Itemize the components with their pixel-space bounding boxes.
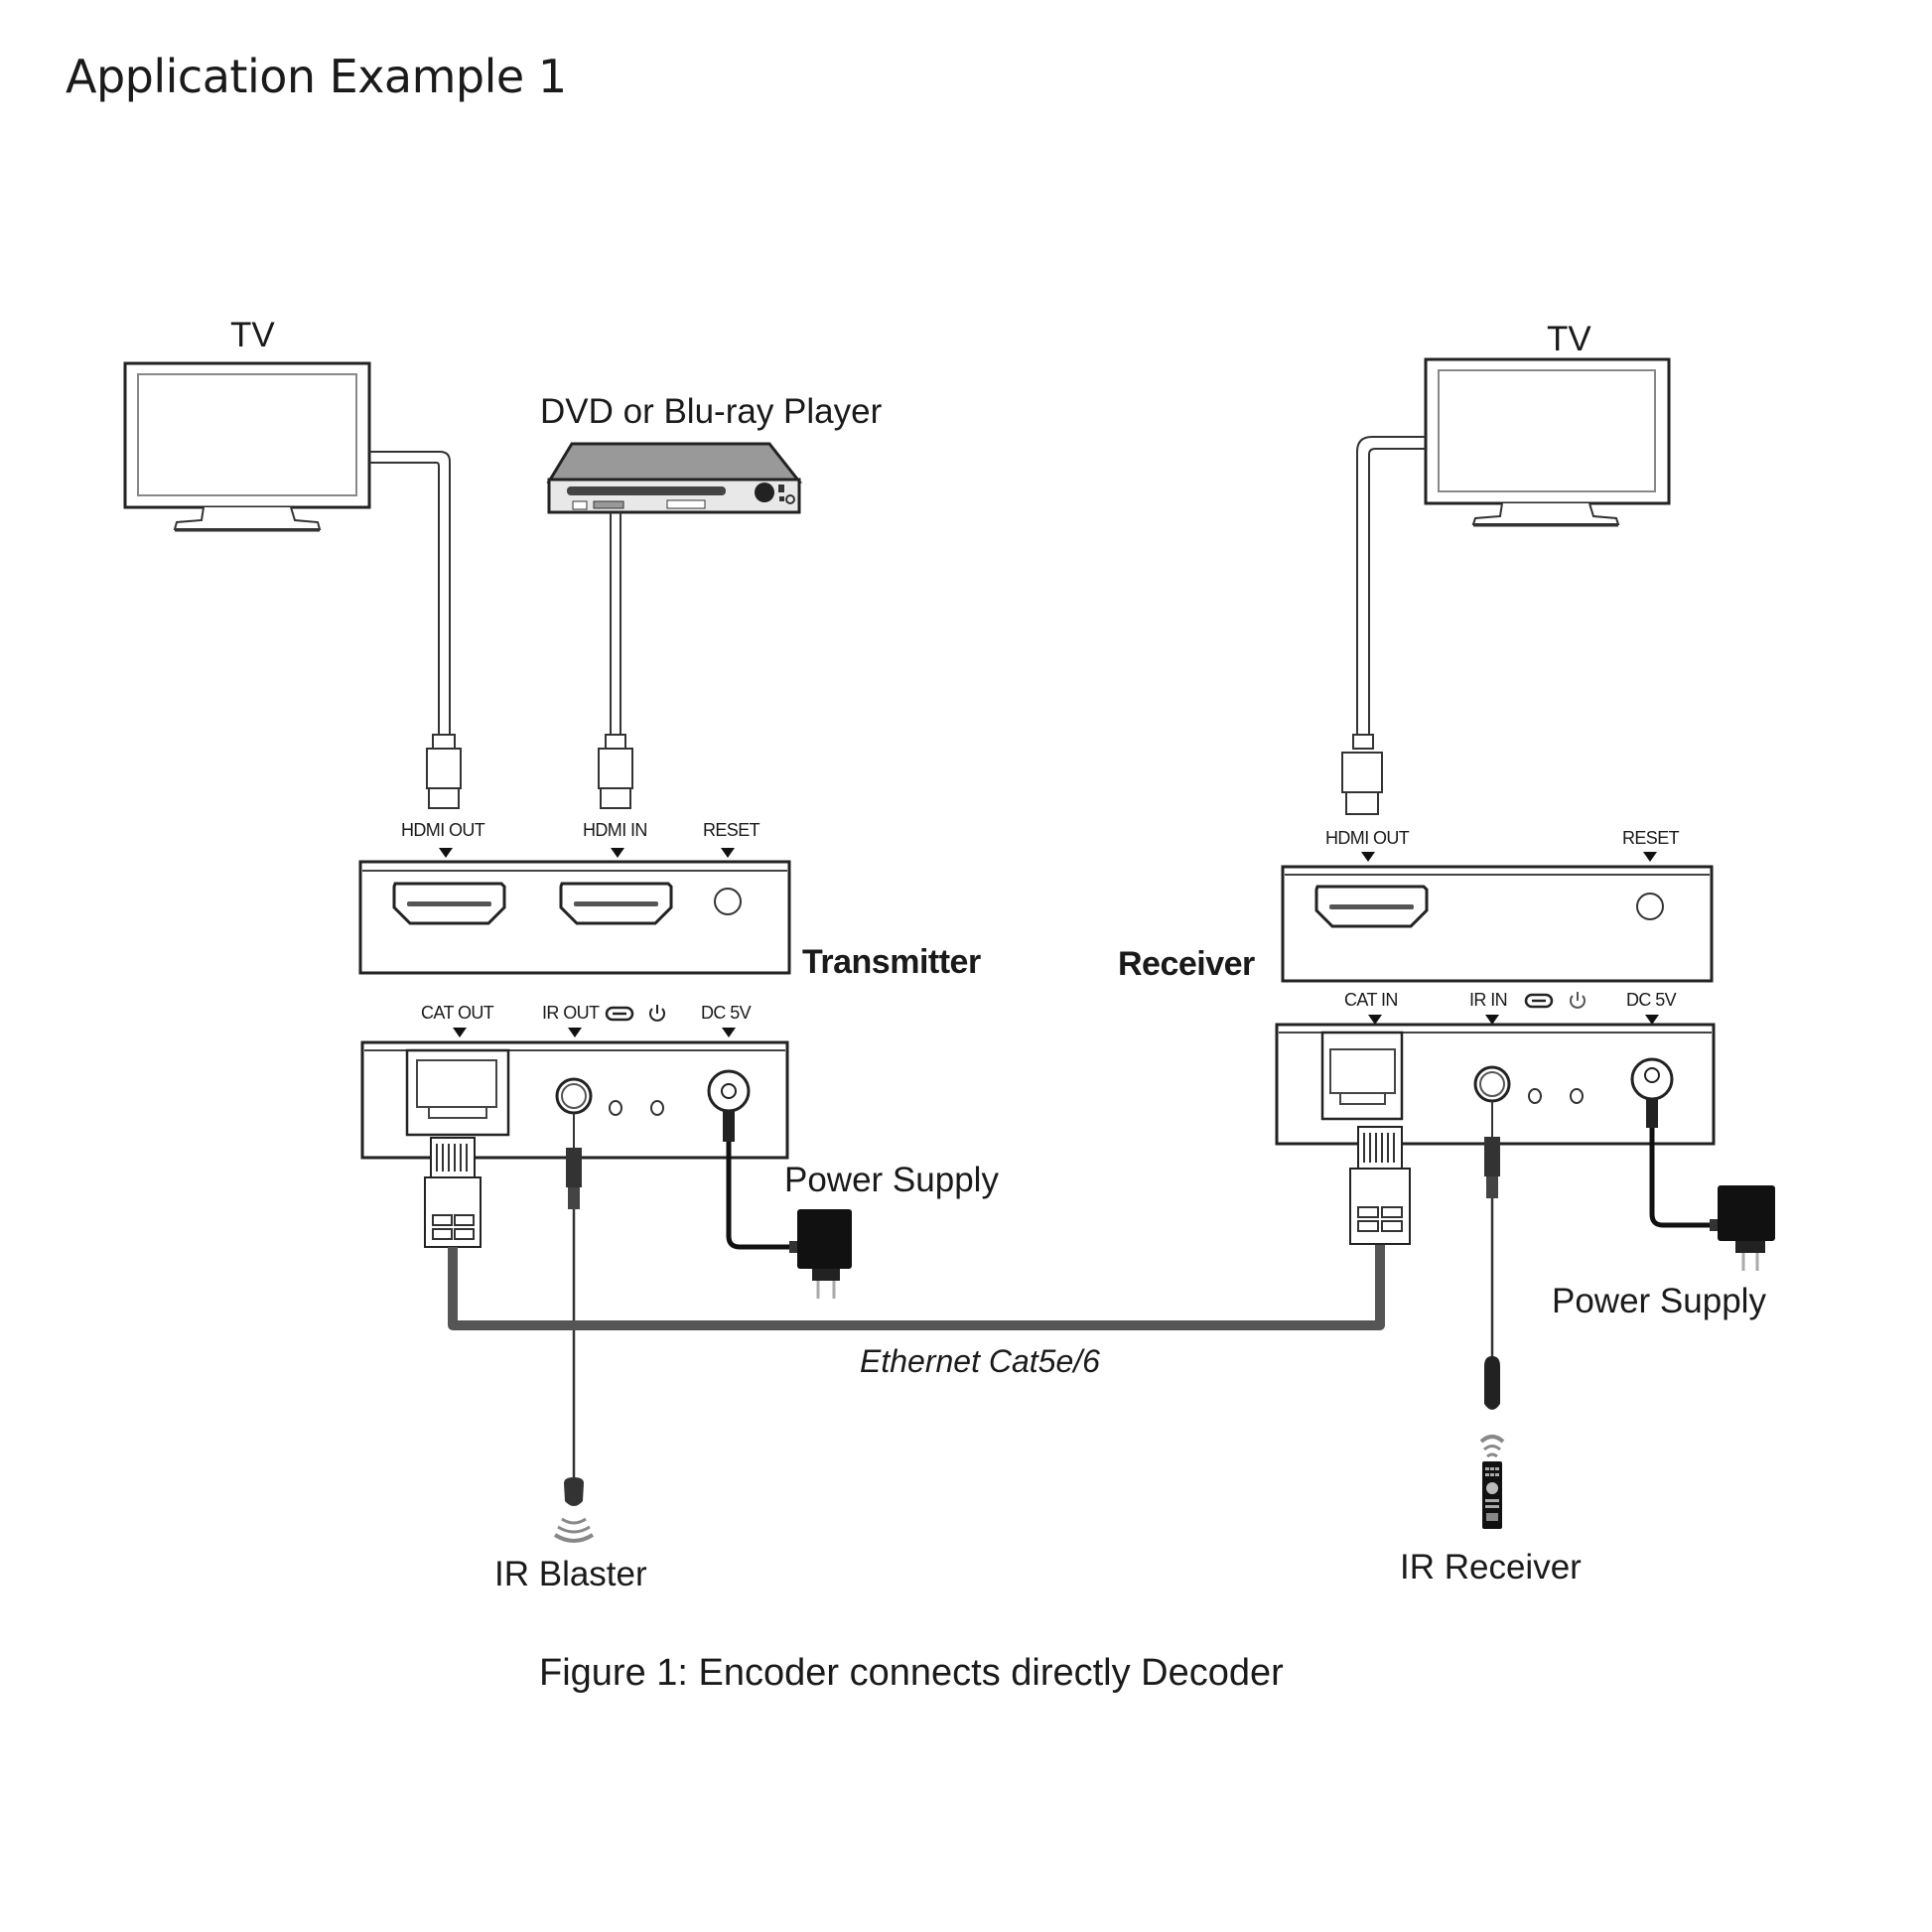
tx-rj45-plug	[424, 1137, 482, 1248]
rx-rj45-plug	[1349, 1126, 1411, 1245]
receiver-label: Receiver	[1118, 945, 1255, 983]
ethernet-cable-label: Ethernet Cat5e/6	[860, 1343, 1100, 1379]
transmitter-label: Transmitter	[802, 943, 981, 981]
power-supply-right: Power Supply	[1552, 1098, 1775, 1320]
tx-port-label-dc5v: DC 5V	[701, 1003, 752, 1023]
receiver-front-panel: HDMI OUT RESET Receiver	[1118, 828, 1714, 983]
ir-receiver-cable	[1484, 1101, 1500, 1410]
tv-right-screen	[1438, 369, 1656, 492]
tx-port-label-hdmi-out: HDMI OUT	[401, 820, 485, 840]
power-icon	[649, 1005, 665, 1022]
tx-port-label-reset: RESET	[703, 820, 760, 840]
tx-port-label-cat-out: CAT OUT	[421, 1003, 494, 1023]
ir-blaster-emitter	[564, 1477, 584, 1506]
remote-control-icon	[1482, 1461, 1502, 1529]
figure-caption: Figure 1: Encoder connects directly Deco…	[539, 1652, 1284, 1694]
ir-receiver-label: IR Receiver	[1400, 1548, 1582, 1587]
power-supply-left-label: Power Supply	[784, 1161, 999, 1199]
ir-signal-icon	[1479, 1435, 1505, 1458]
power-supply-left: Power Supply	[723, 1110, 999, 1299]
rx-port-label-ir-in: IR IN	[1469, 990, 1507, 1010]
tv-left-stand	[173, 506, 322, 530]
ethernet-cable-line	[448, 1244, 1385, 1330]
ir-receiver: IR Receiver	[1400, 1435, 1582, 1587]
hdmi-cable-dvd	[598, 512, 633, 809]
tv-right-bezel	[1424, 357, 1671, 505]
tv-left: TV	[123, 316, 371, 532]
tv-left-screen	[137, 373, 357, 496]
rx-port-label-dc5v: DC 5V	[1626, 990, 1677, 1010]
dvd-player-label: DVD or Blu-ray Player	[540, 392, 883, 431]
tx-port-label-hdmi-in: HDMI IN	[583, 820, 647, 840]
tx-power-led	[650, 1100, 664, 1116]
power-adapter-left	[797, 1209, 852, 1269]
ir-receiver-sensor	[1484, 1356, 1500, 1410]
rx-port-label-reset: RESET	[1622, 828, 1680, 848]
dvd-player: DVD or Blu-ray Player	[540, 392, 883, 514]
tx-link-led	[609, 1100, 622, 1116]
ethernet-cable: Ethernet Cat5e/6	[448, 1244, 1385, 1379]
tx-reset-button	[714, 888, 742, 915]
tv-right-label: TV	[1547, 320, 1591, 358]
receiver-rear-panel: CAT IN IR IN DC 5V	[1275, 990, 1716, 1146]
tv-right-stand	[1471, 502, 1620, 525]
link-icon	[1524, 993, 1554, 1009]
tv-right: TV	[1424, 320, 1671, 527]
tv-left-label: TV	[230, 316, 275, 354]
hdmi-cable-tv-right	[1341, 436, 1426, 815]
ir-blaster-cable	[566, 1113, 582, 1479]
hdmi-cable-tv-left	[369, 451, 462, 809]
page-title: Application Example 1	[66, 50, 567, 103]
rx-link-led	[1528, 1088, 1542, 1104]
ir-blaster-label: IR Blaster	[494, 1555, 647, 1593]
rx-reset-button	[1636, 893, 1664, 920]
ir-blaster: IR Blaster	[494, 1477, 647, 1593]
rx-port-label-cat-in: CAT IN	[1344, 990, 1398, 1010]
tv-left-bezel	[123, 361, 371, 509]
power-icon	[1570, 992, 1586, 1009]
power-supply-right-label: Power Supply	[1552, 1282, 1766, 1320]
transmitter-front-panel: HDMI OUT HDMI IN RESET Transmitter	[358, 820, 981, 981]
rx-power-led	[1570, 1088, 1584, 1104]
rx-port-label-hdmi-out: HDMI OUT	[1325, 828, 1410, 848]
ir-signal-icon	[553, 1517, 595, 1543]
tx-port-label-ir-out: IR OUT	[542, 1003, 600, 1023]
power-adapter-right	[1718, 1185, 1775, 1241]
link-icon	[605, 1006, 634, 1022]
